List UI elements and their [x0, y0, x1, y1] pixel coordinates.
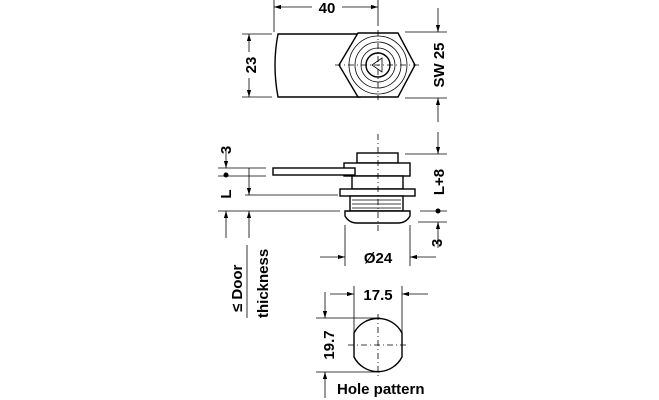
hole-pattern-label: Hole pattern	[337, 381, 425, 398]
bottom-offset-label: 3	[429, 239, 446, 247]
hole-pattern: 17.5 19.7 Hole pattern	[316, 286, 428, 398]
hole-height-label: 19.7	[321, 330, 338, 359]
top-view: 40 23 SW 25	[242, 0, 448, 122]
lever-plate	[272, 167, 356, 176]
lock-cap	[344, 210, 411, 224]
key-triangle-icon	[371, 57, 383, 73]
door-thickness-label-2: thickness	[255, 249, 272, 318]
diameter-label: Ø24	[364, 250, 393, 267]
hole-width-label: 17.5	[363, 287, 392, 304]
wrench-size-label: SW 25	[431, 42, 448, 87]
hole-shape	[353, 317, 403, 373]
door-thickness-label-1: ≤ Door	[229, 264, 246, 312]
length-plus-label: L+8	[431, 169, 448, 195]
side-view: L+8 3 3 L ≤ Door thickness Ø24	[218, 132, 448, 318]
length-label: L	[218, 189, 235, 198]
cam-lever	[274, 33, 361, 98]
plate-offset-label: 3	[218, 146, 235, 154]
height-dimension-label: 23	[243, 57, 260, 74]
width-dimension-label: 40	[319, 0, 336, 17]
